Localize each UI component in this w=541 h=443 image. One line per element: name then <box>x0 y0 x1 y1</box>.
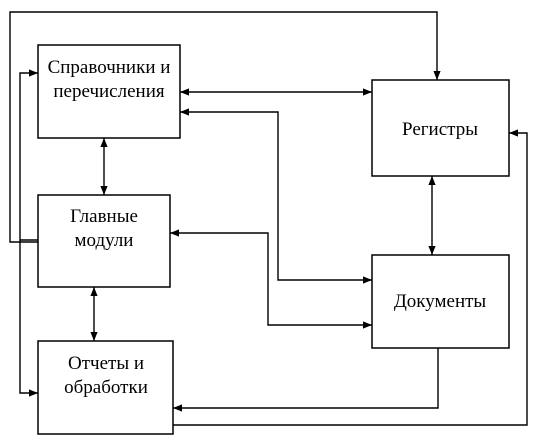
node-reports-line2: обработки <box>64 377 148 398</box>
node-registers-label: Регистры <box>402 119 478 140</box>
edge-directories-documents <box>180 108 372 284</box>
edge-main-modules-documents <box>170 229 372 329</box>
edge-reports-to-registers-right <box>173 129 528 426</box>
node-main-modules: Главные модули <box>37 194 171 288</box>
edge-main-to-directories-left <box>19 69 38 241</box>
node-reports: Отчеты и обработки <box>37 340 174 435</box>
node-documents-label: Документы <box>394 291 487 312</box>
edge-main-to-registers-top <box>9 11 441 243</box>
node-reports-line1: Отчеты и <box>68 353 144 374</box>
node-directories-line1: Справочники и <box>48 57 171 78</box>
edge-main-to-reports-left <box>19 240 38 397</box>
node-documents: Документы <box>371 254 510 349</box>
node-directories-line2: перечисления <box>53 81 164 102</box>
node-main-modules-line2: модули <box>75 230 134 251</box>
node-registers: Регистры <box>371 79 510 177</box>
edge-documents-reports <box>173 348 439 412</box>
node-main-modules-line1: Главные <box>70 206 138 227</box>
node-directories: Справочники и перечисления <box>37 44 181 139</box>
